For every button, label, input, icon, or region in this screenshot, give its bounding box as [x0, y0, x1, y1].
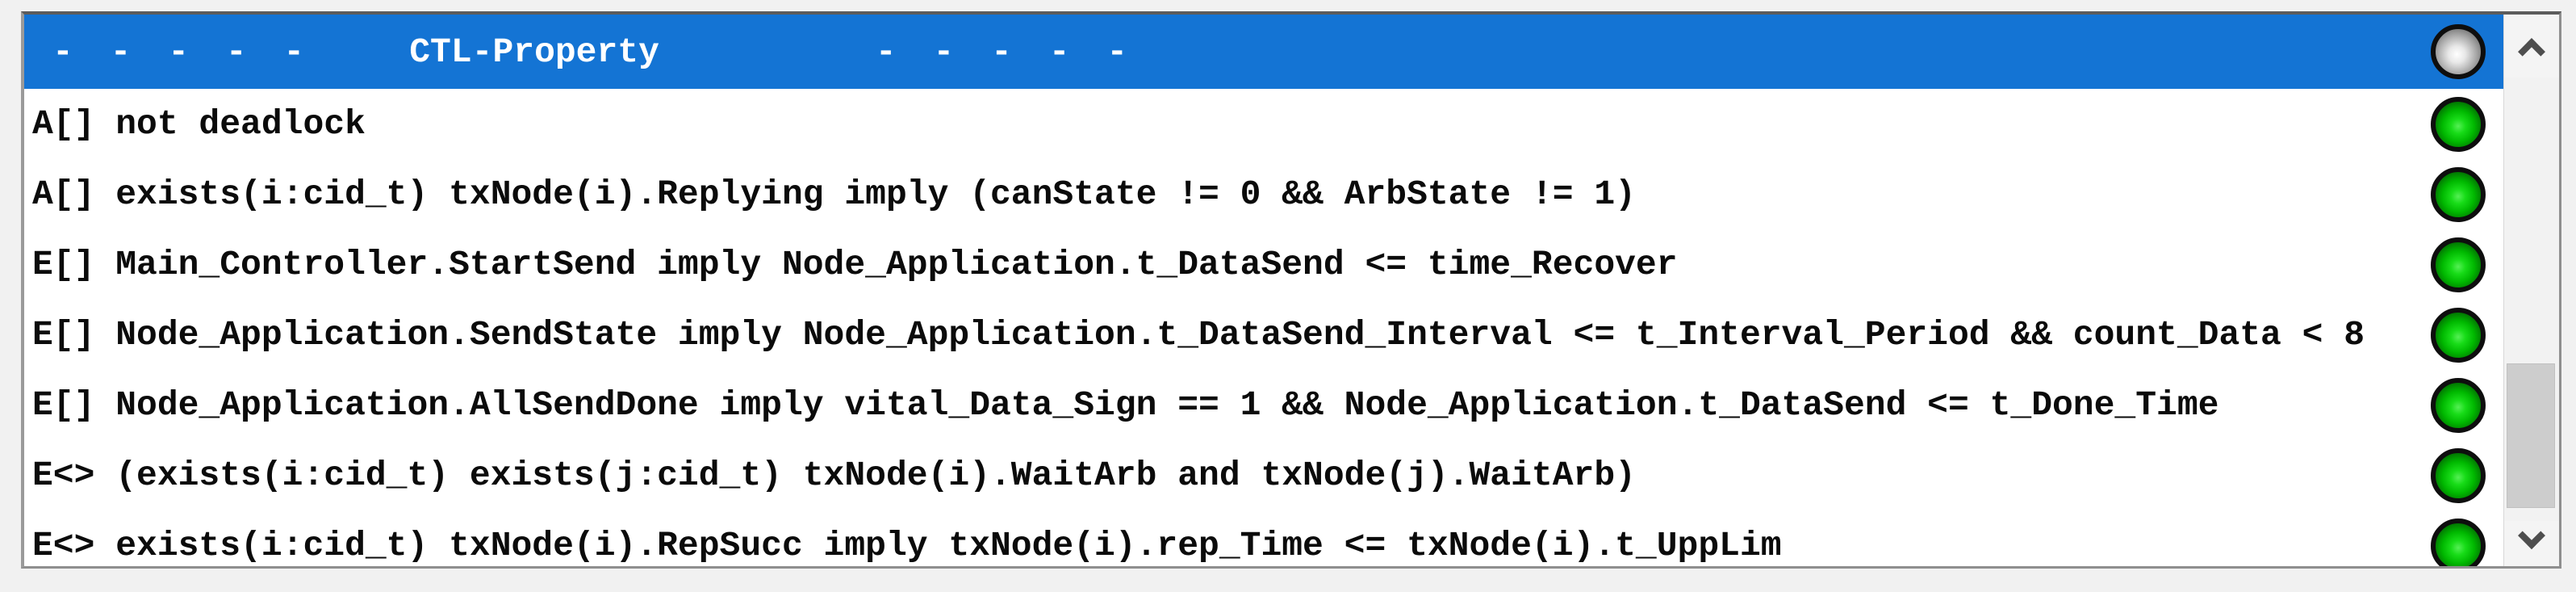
- property-formula: A[] exists(i:cid_t) txNode(i).Replying i…: [32, 174, 1636, 214]
- status-lamp-icon: [2431, 96, 2486, 152]
- property-row[interactable]: E<> (exists(i:cid_t) exists(j:cid_t) txN…: [24, 440, 2503, 510]
- property-formula: A[] not deadlock: [32, 104, 366, 144]
- property-row[interactable]: E[] Node_Application.SendState imply Nod…: [24, 300, 2503, 370]
- property-list: - - - - - CTL-Property - - - - - A[] not…: [24, 15, 2503, 566]
- header-dashes-left: - - - - -: [52, 31, 313, 72]
- property-formula: E[] Node_Application.SendState imply Nod…: [32, 315, 2365, 355]
- scrollbar-thumb[interactable]: [2507, 363, 2555, 508]
- vertical-scrollbar[interactable]: [2503, 15, 2559, 566]
- page-title: CTL-Property: [409, 31, 659, 72]
- property-formula: E<> (exists(i:cid_t) exists(j:cid_t) txN…: [32, 456, 1636, 495]
- header-dashes-right: - - - - -: [875, 31, 1136, 72]
- list-header-row[interactable]: - - - - - CTL-Property - - - - -: [24, 15, 2503, 89]
- status-lamp-icon: [2431, 518, 2486, 566]
- status-lamp-icon: [2431, 307, 2486, 363]
- status-lamp-icon: [2431, 166, 2486, 222]
- header-status-lamp-icon: [2431, 24, 2486, 79]
- status-lamp-icon: [2431, 237, 2486, 292]
- property-formula: E<> exists(i:cid_t) txNode(i).RepSucc im…: [32, 526, 1782, 565]
- property-row[interactable]: E[] Main_Controller.StartSend imply Node…: [24, 229, 2503, 300]
- scroll-up-button[interactable]: [2504, 15, 2559, 78]
- property-row[interactable]: A[] not deadlock: [24, 89, 2503, 159]
- chevron-down-icon: [2518, 522, 2545, 550]
- property-row[interactable]: E[] Node_Application.AllSendDone imply v…: [24, 370, 2503, 440]
- property-row[interactable]: A[] exists(i:cid_t) txNode(i).Replying i…: [24, 159, 2503, 229]
- property-formula: E[] Node_Application.AllSendDone imply v…: [32, 385, 2219, 425]
- scroll-down-button[interactable]: [2504, 521, 2559, 566]
- property-formula: E[] Main_Controller.StartSend imply Node…: [32, 245, 1678, 284]
- property-row[interactable]: E<> exists(i:cid_t) txNode(i).RepSucc im…: [24, 510, 2503, 566]
- status-lamp-icon: [2431, 447, 2486, 503]
- chevron-up-icon: [2518, 38, 2545, 66]
- status-lamp-icon: [2431, 377, 2486, 433]
- ctl-property-panel: - - - - - CTL-Property - - - - - A[] not…: [21, 11, 2561, 569]
